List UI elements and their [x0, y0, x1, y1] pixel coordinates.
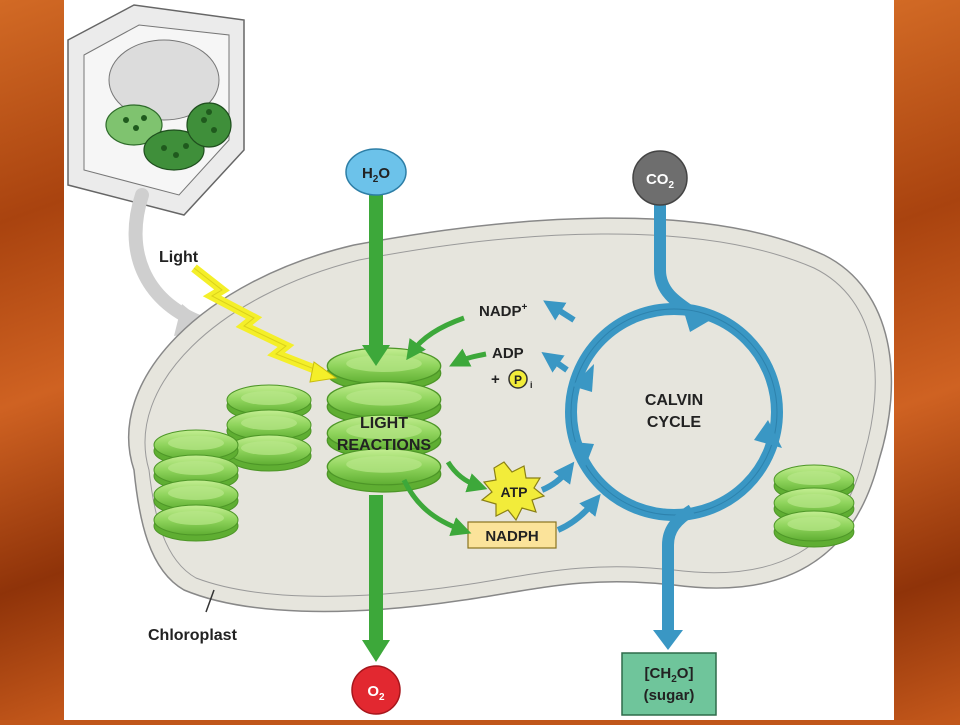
nadph-label: NADPH: [485, 528, 538, 545]
nadp-plus-arrow-icon: [406, 315, 465, 361]
nadph-to-calvin-arrow-icon: [556, 493, 601, 533]
sugar-output-arrow-icon: [662, 504, 696, 630]
co2-label: CO2: [646, 171, 675, 191]
photosynthesis-diagram: Chloroplast Light H2O O2 LIGHT REACTIONS…: [67, 4, 893, 716]
calvin-cycle-label: CALVIN: [645, 392, 703, 409]
o2-node: [351, 665, 401, 715]
adp-arrow-icon: [449, 348, 487, 367]
calvin-cycle-label-line2: CYCLE: [647, 414, 702, 431]
adp-label: ADP: [492, 345, 524, 362]
nadph-box: [467, 521, 557, 549]
phosphate-icon: [508, 369, 528, 389]
adp-return-arrow-icon: [541, 351, 569, 373]
granum-left-back: [226, 384, 312, 472]
phosphate-sub: i: [530, 380, 533, 390]
light-reactions-label: LIGHT: [360, 415, 408, 432]
pi-plus-label: +: [491, 371, 500, 388]
diagram-canvas: Chloroplast Light H2O O2 LIGHT REACTIONS…: [64, 0, 894, 720]
slide-border-right: [894, 0, 960, 720]
atp-to-calvin-arrow-icon: [540, 461, 575, 493]
nadph-arrow-icon: [401, 478, 472, 537]
calvin-arrowhead-icon: [572, 364, 594, 392]
nadp-plus-label: NADP+: [479, 302, 528, 320]
light-label: Light: [159, 249, 199, 266]
calvin-arrowhead-icon: [754, 420, 782, 448]
slide-border-left: [0, 0, 64, 720]
calvin-arrowhead-icon: [574, 442, 594, 470]
co2-node: [632, 150, 688, 206]
h2o-node: [345, 148, 407, 196]
plant-cell-illustration: [67, 4, 245, 216]
nadp-return-arrow-icon: [543, 300, 576, 323]
o2-label: O2: [367, 683, 385, 703]
calvin-arrowhead-icon: [684, 312, 714, 332]
atp-arrow-icon: [445, 460, 488, 493]
sugar-label: (sugar): [644, 687, 695, 704]
granum-left-front: [153, 429, 239, 542]
atp-label: ATP: [501, 484, 528, 500]
h2o-label: H2O: [362, 165, 390, 185]
granum-right: [773, 464, 855, 548]
sugar-box: [621, 652, 717, 716]
phosphate-letter: P: [514, 373, 522, 387]
chloroplast-label: Chloroplast: [148, 627, 238, 644]
light-reactions-label-line2: REACTIONS: [337, 437, 432, 454]
sugar-formula-label: [CH2O]: [645, 665, 694, 685]
